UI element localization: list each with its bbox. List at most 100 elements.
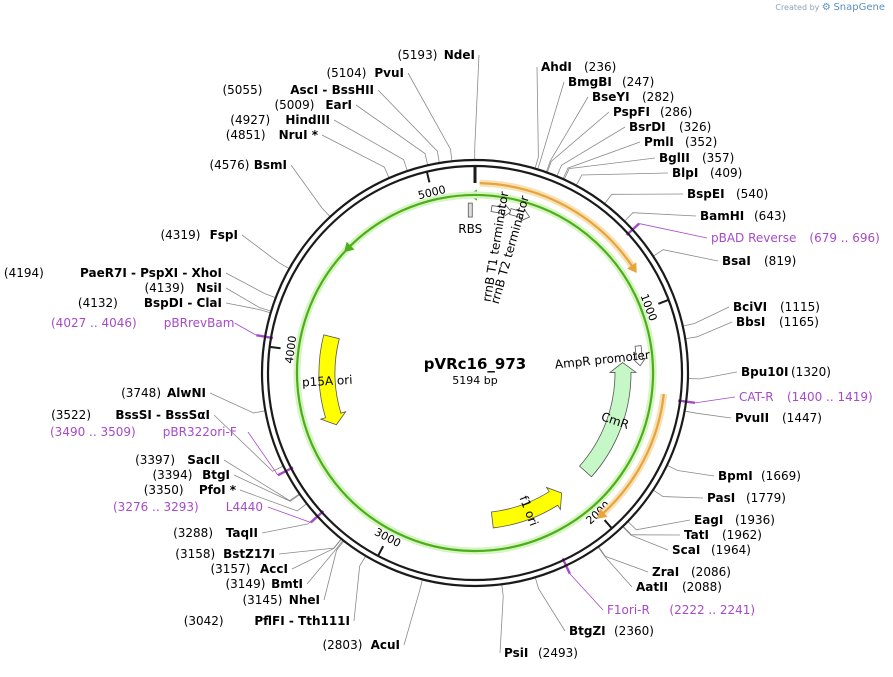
site-position: (2086) xyxy=(691,565,731,579)
site-name: SacII xyxy=(187,453,220,467)
site-leader-25 xyxy=(597,546,633,588)
site-name: AscI - BssHII xyxy=(290,83,374,97)
site-name: PvuI xyxy=(374,66,404,80)
site-position: (4194) xyxy=(4,266,44,280)
site-leader-5 xyxy=(321,134,390,179)
site-position: (3748) xyxy=(121,386,161,400)
site-leader-7 xyxy=(241,234,290,269)
site-leader-42 xyxy=(556,126,626,177)
site-position: (4139) xyxy=(144,281,184,295)
site-position: (326) xyxy=(679,120,711,134)
orange-arc-right-head xyxy=(597,508,608,519)
site-name: TatI xyxy=(684,528,709,542)
site-name: NdeI xyxy=(444,48,475,62)
site-leader-40 xyxy=(563,157,656,180)
site-name: BsrDI xyxy=(629,120,666,134)
feature-label-p15a-ori: p15A ori xyxy=(302,373,353,390)
feature-cmr xyxy=(578,362,638,478)
site-position: (5055) xyxy=(222,83,262,97)
site-name: BmgBI xyxy=(568,75,612,89)
primer-leader-1 xyxy=(694,396,736,404)
site-position: (286) xyxy=(660,105,692,119)
site-name: AhdI xyxy=(541,60,572,74)
site-leader-36 xyxy=(652,249,719,262)
site-position: (282) xyxy=(642,90,674,104)
primer-range: (4027 .. 4046) xyxy=(51,316,137,330)
site-position: (247) xyxy=(622,75,654,89)
site-name: AccI xyxy=(260,562,288,576)
primer-leader-0 xyxy=(639,223,708,239)
site-name: BsmI xyxy=(254,158,287,172)
feature-rbs-mark xyxy=(467,202,473,218)
site-leader-31 xyxy=(666,464,715,477)
site-leader-34 xyxy=(685,321,733,340)
site-position: (4927) xyxy=(230,113,270,127)
site-leader-37 xyxy=(624,212,697,222)
tick-4000 xyxy=(269,345,281,350)
site-name: PvuII xyxy=(735,411,769,425)
green-arc-left-head xyxy=(344,241,355,253)
site-name: HindIII xyxy=(285,113,330,127)
site-leader-35 xyxy=(682,306,730,327)
site-name: PspFI xyxy=(613,105,650,119)
plasmid-name: pVRc16_973 xyxy=(424,355,526,373)
site-position: (1779) xyxy=(746,491,786,505)
site-position: (3397) xyxy=(135,453,175,467)
site-leader-39 xyxy=(575,172,669,186)
site-name: BspEI xyxy=(687,187,725,201)
primer-leader-3 xyxy=(267,506,311,523)
site-position: (1936) xyxy=(735,513,775,527)
site-leader-33 xyxy=(687,371,738,380)
site-position: (1964) xyxy=(711,543,751,557)
site-position: (3042) xyxy=(184,614,224,628)
orange-arc-right xyxy=(601,393,665,515)
site-leader-22 xyxy=(403,579,423,646)
site-name: PaeR7I - PspXI - XhoI xyxy=(80,266,222,280)
site-name: AatII xyxy=(636,580,668,594)
site-position: (1669) xyxy=(761,469,801,483)
primer-leader-4 xyxy=(247,431,279,476)
site-leader-46 xyxy=(534,66,539,169)
site-position: (2360) xyxy=(614,624,654,638)
site-position: (3288) xyxy=(173,526,213,540)
site-position: (409) xyxy=(710,166,742,180)
site-leader-15 xyxy=(239,489,307,512)
tick-3000 xyxy=(377,545,385,557)
site-position: (4576) xyxy=(209,158,249,172)
feature-rrnb-t2-terminator-glyph xyxy=(508,208,531,222)
site-position: (4851) xyxy=(226,128,266,142)
site-leader-19 xyxy=(306,540,344,585)
site-name: AcuI xyxy=(371,638,400,652)
site-leader-38 xyxy=(604,193,684,205)
site-name: BsaI xyxy=(722,254,751,268)
site-leader-3 xyxy=(355,104,429,166)
site-position: (5193) xyxy=(397,48,437,62)
site-leader-4 xyxy=(333,119,408,172)
snapgene-credit: Created by ⚙ SnapGene xyxy=(775,2,885,13)
tick-2000 xyxy=(603,519,613,529)
site-name: Bpu10I xyxy=(741,365,788,379)
site-leader-30 xyxy=(652,489,704,499)
primer-name: F1ori-R xyxy=(607,603,650,617)
feature-arcs xyxy=(293,179,668,555)
site-name: BtgZI xyxy=(569,624,606,638)
site-leader-11 xyxy=(209,392,266,414)
site-name: BglII xyxy=(659,151,690,165)
site-position: (3149) xyxy=(225,577,265,591)
orange-arc-top-head xyxy=(627,262,637,273)
site-leader-13 xyxy=(223,459,300,502)
primer-range: (3490 .. 3509) xyxy=(50,425,136,439)
site-name: BpmI xyxy=(718,469,753,483)
site-position: (5009) xyxy=(274,98,314,112)
site-leader-21 xyxy=(353,555,367,622)
site-leader-18 xyxy=(291,538,342,570)
site-leader-12 xyxy=(213,414,284,472)
primer-leader-2 xyxy=(569,573,604,611)
plasmid-length: 5194 bp xyxy=(452,374,497,387)
site-position: (1320) xyxy=(791,365,831,379)
site-position: (2803) xyxy=(322,638,362,652)
site-name: TaqII xyxy=(226,526,258,540)
site-leader-20 xyxy=(323,540,345,601)
site-position: (2088) xyxy=(682,580,722,594)
primer-range: (679 .. 696) xyxy=(809,231,879,245)
